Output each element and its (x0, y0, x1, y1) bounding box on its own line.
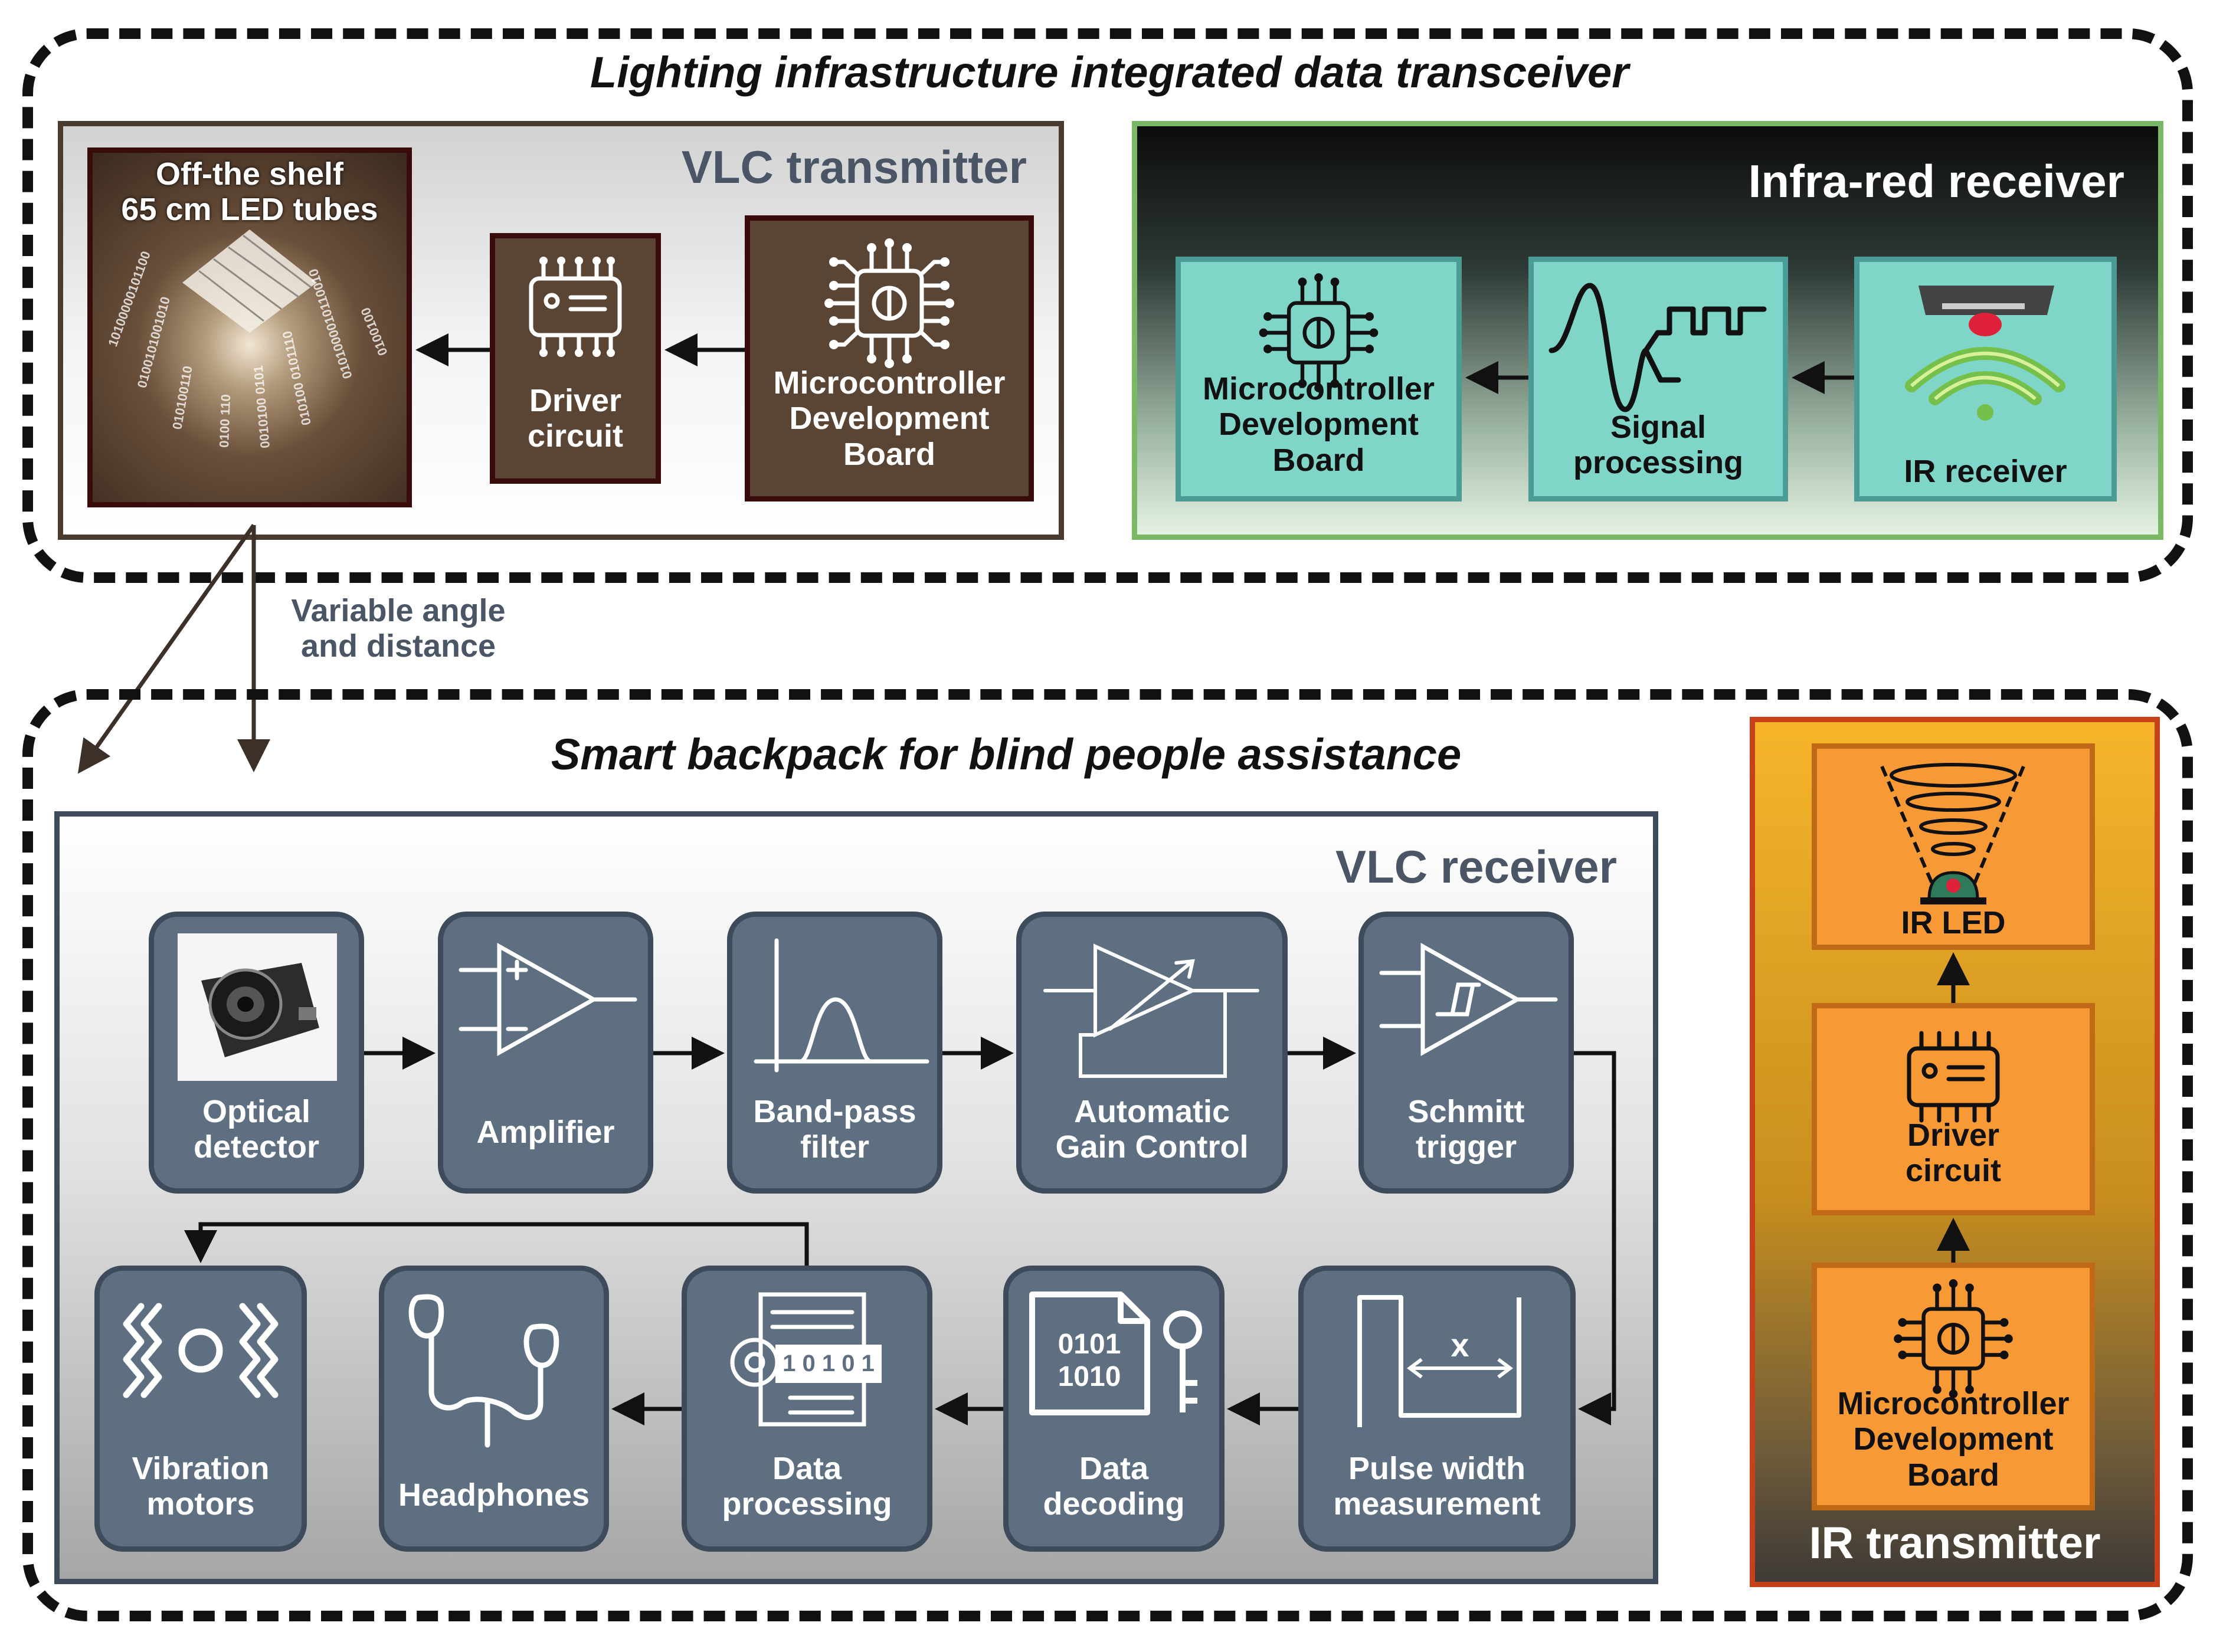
led-tubes-block: 10100000101100 0100101001010 010100110 0… (87, 148, 412, 507)
arrow-schmitt-to-pulse (1574, 1051, 1616, 1425)
vlc-transmitter-title: VLC transmitter (681, 141, 1027, 193)
vibration-motors-label: Vibration motors (132, 1451, 270, 1522)
backpack-group-title: Smart backpack for blind people assistan… (551, 730, 1462, 779)
vibration-icon (123, 1303, 279, 1398)
microcontroller-icon (1894, 1279, 2013, 1398)
ir-rx-receiver-label: IR receiver (1904, 454, 2067, 489)
data-processing-block: 1 0 1 0 1 Data processing (682, 1266, 932, 1552)
optical-detector-label: Optical detector (193, 1094, 320, 1165)
transceiver-group-border (22, 28, 2193, 583)
microcontroller-icon (1259, 273, 1379, 392)
ir-rx-mcu-label: Microcontroller Development Board (1202, 371, 1435, 478)
headphones-icon (408, 1294, 559, 1448)
ir-tx-mcu-label: Microcontroller Development Board (1837, 1386, 2070, 1493)
vlc-driver-circuit-block: Driver circuit (490, 233, 661, 484)
schmitt-trigger-icon (1379, 943, 1558, 1056)
pulse-width-label: Pulse width measurement (1333, 1451, 1541, 1522)
vlc-mcu-block: Microcontroller Development Board (745, 215, 1034, 502)
top-arrows (77, 333, 1854, 774)
pulse-width-block: x Pulse width measurement (1298, 1266, 1576, 1552)
driver-chip-icon (529, 257, 622, 357)
vlc-mcu-label: Microcontroller Development Board (773, 365, 1006, 472)
svg-text:0100 110: 0100 110 (217, 394, 233, 448)
schmitt-trigger-block: Schmitt trigger (1358, 912, 1574, 1194)
ir-tx-driver-label: Driver circuit (1905, 1117, 2002, 1189)
driver-chip-icon (1907, 1031, 2000, 1123)
variable-angle-label: Variable angle and distance (291, 593, 506, 664)
vlc-driver-label: Driver circuit (527, 383, 624, 454)
vlc-receiver-title: VLC receiver (1335, 841, 1617, 893)
ir-receiver-title: Infra-red receiver (1748, 155, 2124, 207)
ir-led-block: IR LED (1812, 743, 2095, 950)
band-pass-block: Band-pass filter (727, 912, 942, 1194)
led-tube-icon: 10100000101100 0100101001010 010100110 0… (105, 230, 391, 449)
signal-processing-icon (1548, 283, 1767, 412)
optical-detector-photo (178, 933, 337, 1081)
agc-block: Automatic Gain Control (1016, 912, 1288, 1194)
band-pass-icon (754, 938, 929, 1073)
ir-transmitter-title: IR transmitter (1809, 1518, 2101, 1568)
op-amp-icon (459, 943, 637, 1056)
agc-icon (1043, 943, 1259, 1078)
ir-receiver-icon (1905, 286, 2065, 421)
vibration-motors-block: Vibration motors (94, 1266, 307, 1552)
data-decoding-label: Data decoding (1043, 1451, 1185, 1522)
data-processing-icon: 1 0 1 0 1 (730, 1292, 882, 1427)
data-decoding-block: 0101 1010 Data decoding (1003, 1266, 1225, 1552)
data-decoding-icon: 0101 1010 (1029, 1292, 1202, 1415)
pulse-width-icon: x (1357, 1295, 1521, 1427)
ir-tx-driver-block: Driver circuit (1812, 1003, 2095, 1215)
data-processing-label: Data processing (722, 1451, 892, 1522)
band-pass-label: Band-pass filter (753, 1094, 916, 1165)
schmitt-trigger-label: Schmitt trigger (1407, 1094, 1525, 1165)
led-tubes-label: Off-the shelf 65 cm LED tubes (121, 156, 378, 228)
arrow-processing-to-vibration (184, 1222, 809, 1266)
ir-rx-signal-block: Signal processing (1528, 257, 1788, 502)
headphones-block: Headphones (379, 1266, 609, 1552)
transceiver-group-title: Lighting infrastructure integrated data … (590, 48, 1629, 97)
ir-tx-mcu-block: Microcontroller Development Board (1812, 1263, 2095, 1510)
amplifier-block: Amplifier (438, 912, 653, 1194)
svg-text:1 0 1 0 1: 1 0 1 0 1 (783, 1351, 875, 1376)
svg-text:1010: 1010 (1058, 1361, 1121, 1392)
optical-detector-block: Optical detector (149, 912, 364, 1194)
headphones-label: Headphones (398, 1477, 590, 1513)
ir-led-icon (1880, 763, 2025, 904)
agc-label: Automatic Gain Control (1055, 1094, 1249, 1165)
ir-rx-mcu-block: Microcontroller Development Board (1176, 257, 1462, 502)
microcontroller-icon (824, 238, 954, 368)
light-arrow-angled (77, 523, 256, 774)
ir-rx-signal-label: Signal processing (1573, 409, 1744, 481)
amplifier-label: Amplifier (476, 1115, 615, 1150)
ir-rx-receiver-block: IR receiver (1854, 257, 2117, 502)
svg-text:0101: 0101 (1058, 1329, 1121, 1360)
svg-text:x: x (1451, 1326, 1469, 1363)
backpack-group-border (22, 689, 2193, 1621)
ir-led-label: IR LED (1901, 905, 2006, 940)
